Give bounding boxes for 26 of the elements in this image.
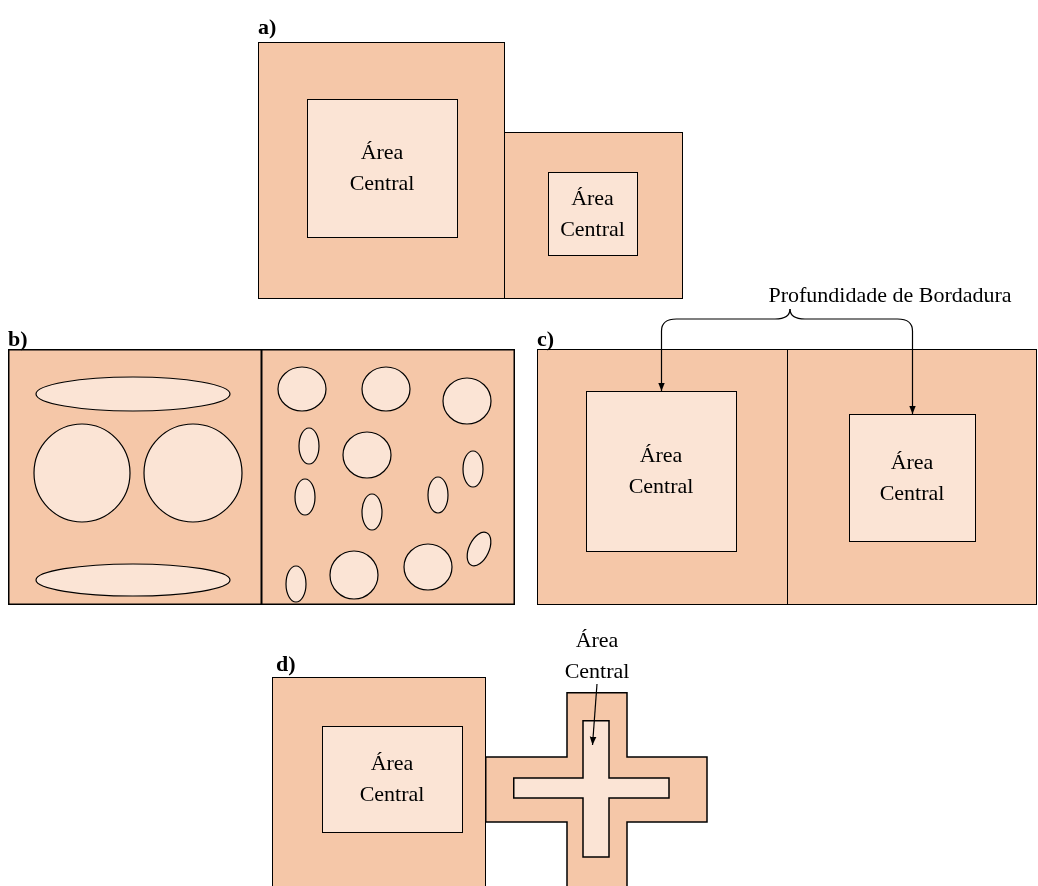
central-area-box xyxy=(321,725,463,833)
plot-border-box xyxy=(258,42,505,299)
panel-letter: c) xyxy=(537,326,555,352)
brace-leader-arrow xyxy=(789,308,916,415)
area-label: Área Central xyxy=(349,138,415,197)
plot-border-box xyxy=(537,349,788,605)
panel-letter: a) xyxy=(258,14,277,40)
central-area-box xyxy=(306,98,458,238)
callout-label: Área Central xyxy=(564,626,630,685)
plot-border-box xyxy=(787,349,1037,605)
panel-letter: d) xyxy=(276,651,296,677)
brace-leader-arrow xyxy=(658,308,791,392)
callout-label: Profundidade de Bordadura xyxy=(768,280,1012,309)
cross-plot-shape xyxy=(485,692,708,886)
plot-border-box xyxy=(504,132,683,299)
central-cross-shape xyxy=(512,719,670,858)
area-label: Área Central xyxy=(359,749,425,808)
area-label: Área Central xyxy=(628,441,694,500)
area-label: Área Central xyxy=(560,183,625,243)
area-label: Área Central xyxy=(879,447,945,507)
central-area-box xyxy=(547,171,638,256)
central-area-box xyxy=(848,413,976,542)
panel-letter: b) xyxy=(8,326,28,352)
plot-border-box xyxy=(272,677,486,886)
central-area-box xyxy=(585,390,737,552)
leader-arrow xyxy=(589,683,598,746)
